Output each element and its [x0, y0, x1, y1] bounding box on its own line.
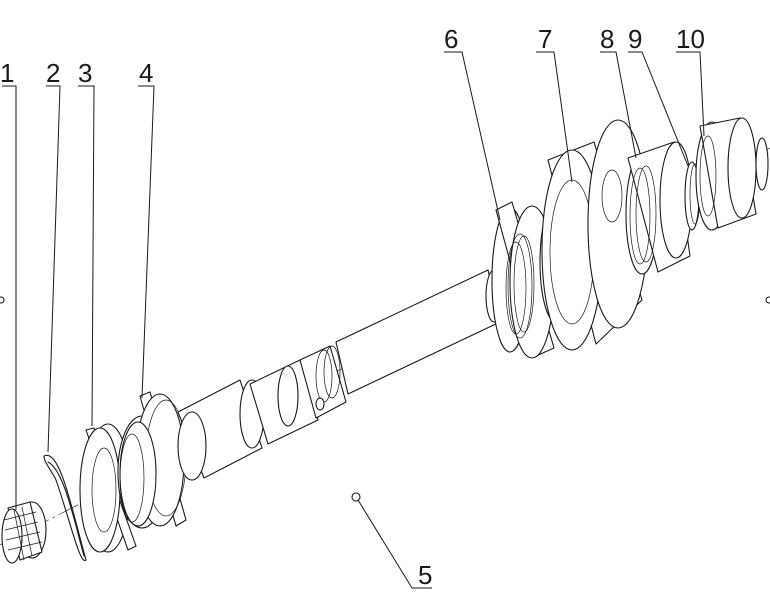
part-6-bearing: [491, 201, 555, 359]
callout-4: 4: [139, 58, 153, 88]
callout-5: 5: [418, 560, 432, 590]
registration-mark-left: [0, 296, 5, 304]
part-10-end-bearing: [695, 117, 769, 231]
part-1-needle-bearing: [1, 501, 47, 564]
callout-3: 3: [78, 58, 92, 88]
callout-2: 2: [46, 58, 60, 88]
part-4-flange-disk: [119, 421, 157, 527]
callout-7: 7: [538, 24, 552, 54]
callout-6: 6: [444, 24, 458, 54]
part-5-main-shaft: [117, 269, 503, 529]
callout-10: 10: [676, 24, 705, 54]
callout-1: 1: [0, 58, 14, 88]
callout-9: 9: [628, 24, 642, 54]
registration-mark-right: [765, 296, 770, 304]
callout-leaders: [2, 51, 705, 589]
part-2-spring-washer: [43, 454, 87, 561]
callout-8: 8: [600, 24, 614, 54]
part-8-bearing: [625, 141, 693, 275]
